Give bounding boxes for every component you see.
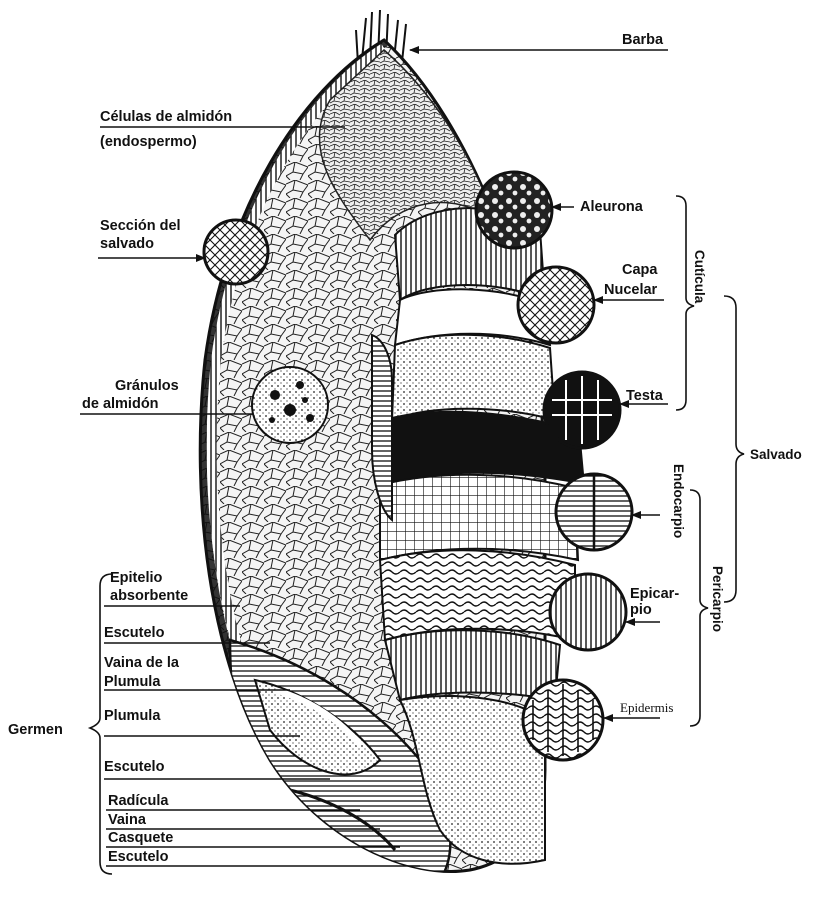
aleurona-circle <box>476 172 552 248</box>
salvado-bracket <box>724 296 744 602</box>
label-salvado-group: Salvado <box>750 447 802 462</box>
label-capa: Capa <box>622 262 658 278</box>
label-pio: pio <box>630 602 652 618</box>
label-cuticula: Cutícula <box>692 250 707 304</box>
label-escutelo-1: Escutelo <box>104 625 165 641</box>
label-escutelo-3: Escutelo <box>108 849 169 865</box>
capa-nucelar-circle <box>518 267 594 343</box>
label-absorbente: absorbente <box>110 588 188 604</box>
label-granulos: Gránulos <box>115 378 179 394</box>
label-vaina-de-la: Vaina de la <box>104 655 180 671</box>
label-casquete: Casquete <box>108 830 173 846</box>
label-endocarpio: Endocarpio <box>671 464 686 538</box>
label-testa: Testa <box>626 388 664 404</box>
label-de-almidon: de almidón <box>82 396 159 412</box>
epicarpio-circle <box>550 574 626 650</box>
cuticula-bracket <box>676 196 694 410</box>
label-epicar: Epicar- <box>630 586 679 602</box>
label-plumula: Plumula <box>104 708 161 724</box>
label-seccion-del: Sección del <box>100 218 181 234</box>
kernel-illustration <box>200 10 632 880</box>
label-epidermis: Epidermis <box>620 700 673 715</box>
label-celulas-almidon: Células de almidón <box>100 109 232 125</box>
label-barba: Barba <box>622 32 664 48</box>
label-salvado-small: salvado <box>100 236 154 252</box>
label-aleurona: Aleurona <box>580 199 644 215</box>
label-epitelio: Epitelio <box>110 570 163 586</box>
label-vaina: Vaina <box>108 812 147 828</box>
label-pericarpio: Pericarpio <box>710 566 725 632</box>
label-germen: Germen <box>8 722 63 738</box>
label-nucelar: Nucelar <box>604 282 658 298</box>
seccion-salvado-circle <box>204 220 268 284</box>
pericarpio-bracket <box>690 490 708 726</box>
label-radicula: Radícula <box>108 793 169 809</box>
label-plumula-sheath: Plumula <box>104 674 161 690</box>
label-escutelo-2: Escutelo <box>104 759 165 775</box>
label-endospermo: (endospermo) <box>100 134 197 150</box>
